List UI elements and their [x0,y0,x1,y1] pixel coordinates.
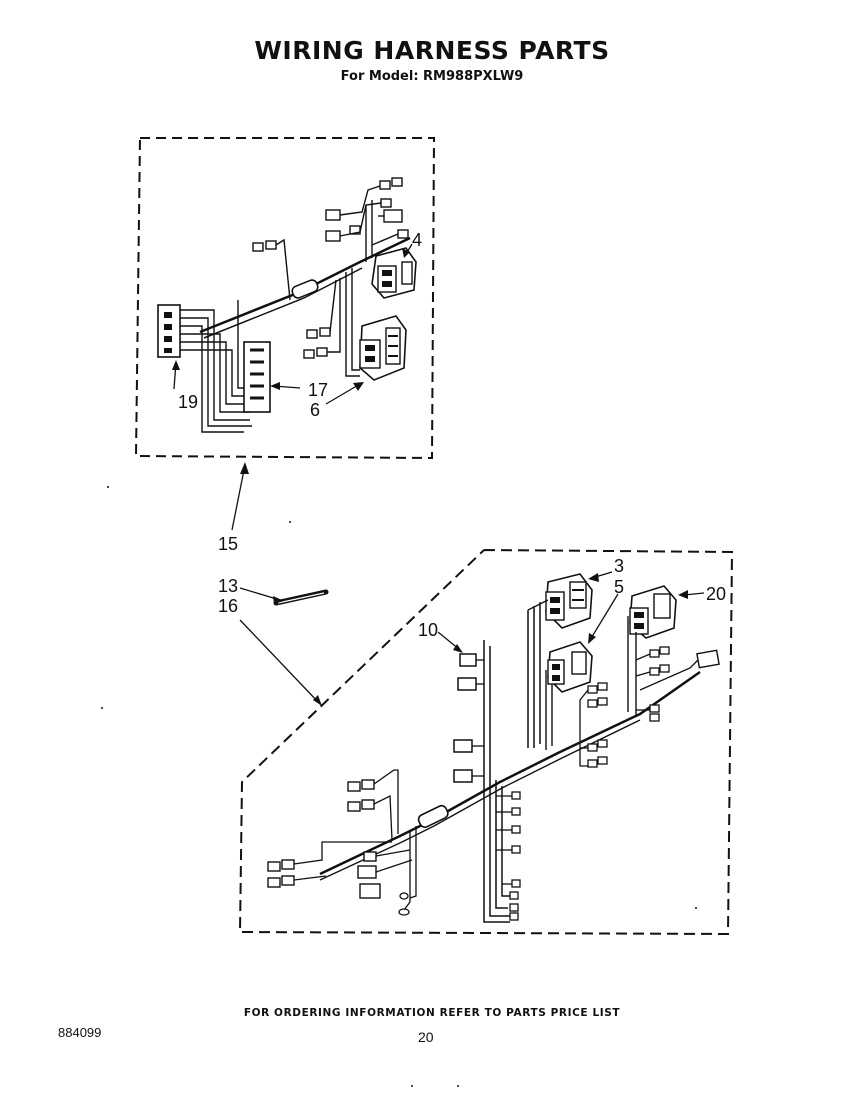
connector-20 [627,585,677,716]
callout-10: 10 [418,620,438,640]
callout-13: 13 [218,576,238,596]
terminal-10 [459,653,477,667]
leader-15 [231,469,245,531]
sleeve-upper [291,279,319,299]
callout-3: 3 [614,556,624,576]
callout-15: 15 [218,534,238,554]
right-terminals [579,646,720,768]
callout-19: 19 [178,392,198,412]
connector-17 [243,341,271,413]
page-number: 20 [418,1029,434,1045]
connector-5 [545,641,593,750]
connector-6 [359,315,407,381]
sleeve-lower [417,804,449,828]
connector-4 [371,247,417,299]
callout-16: 16 [218,596,238,616]
callout-5: 5 [614,577,624,597]
page-title: WIRING HARNESS PARTS [254,36,610,65]
upper-terminals [252,177,409,377]
callout-20: 20 [706,584,726,604]
lower-harness-group [238,549,734,936]
leader-16 [239,619,321,705]
model-subtitle: For Model: RM988PXLW9 [340,69,524,84]
left-terminals [267,769,417,916]
ordering-info-footer: FOR ORDERING INFORMATION REFER TO PARTS … [243,1007,621,1019]
connector-3 [527,573,593,748]
document-number: 884099 [58,1025,102,1040]
callout-17: 17 [308,380,328,400]
part-13-rod [239,587,329,606]
callout-4: 4 [412,230,422,250]
callout-6: 6 [310,400,320,420]
connector-19 [157,304,181,358]
upper-harness-group [134,137,436,460]
